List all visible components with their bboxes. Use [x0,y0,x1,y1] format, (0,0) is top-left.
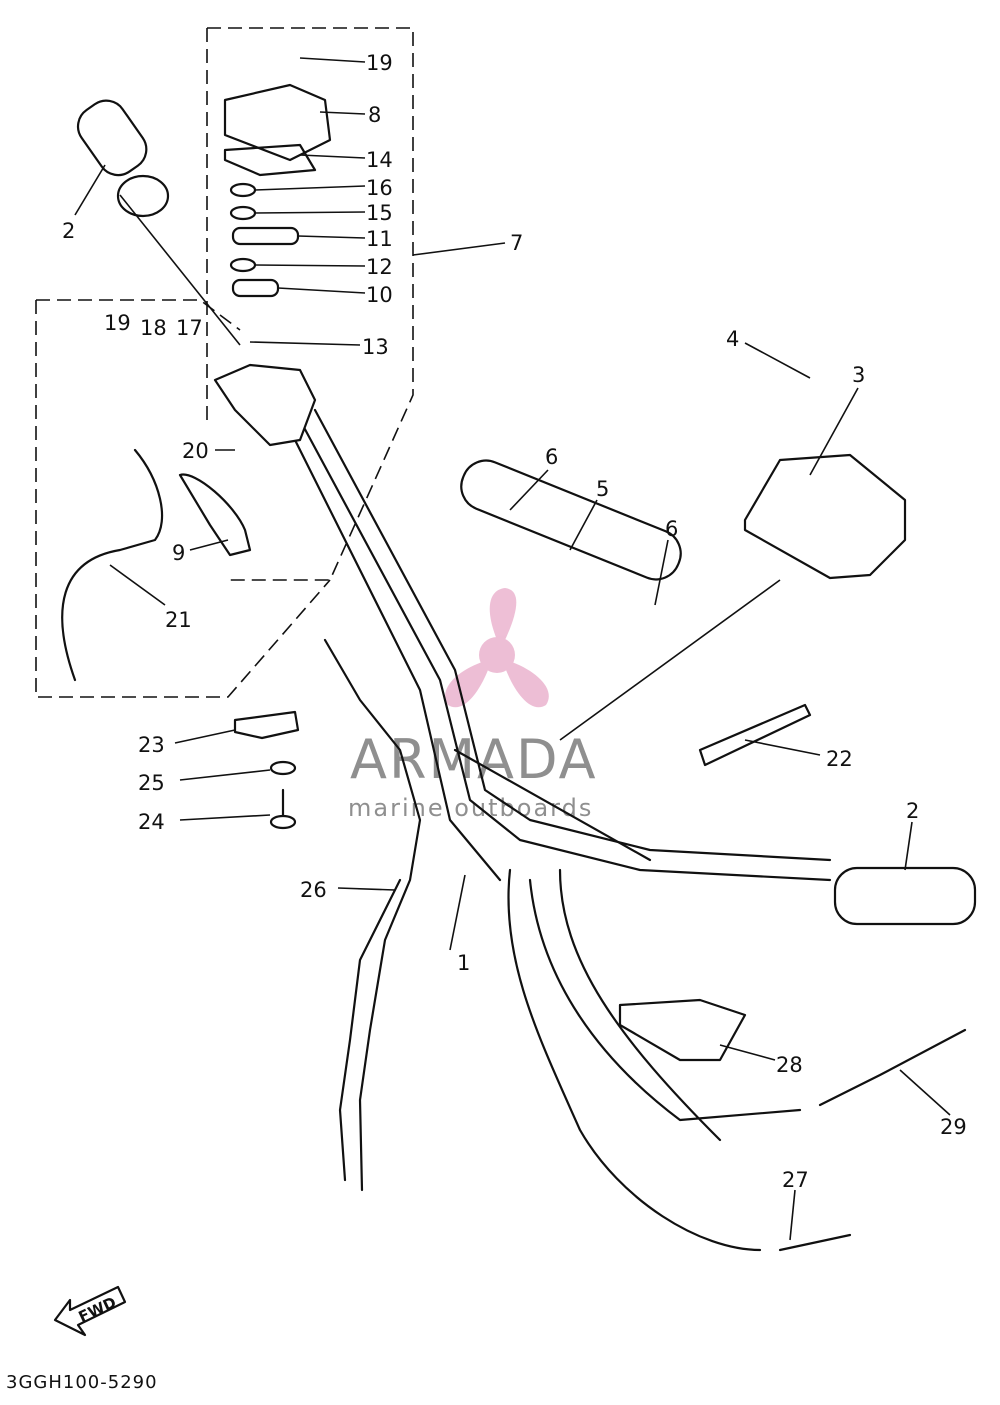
callout-13: 13 [362,335,389,359]
callout-5: 5 [596,477,609,501]
callout-15: 15 [366,201,393,225]
callout-11: 11 [366,227,393,251]
leader-lines [74,57,951,1241]
callout-24: 24 [138,810,165,834]
callout-22: 22 [826,747,853,771]
callout-1: 1 [457,951,470,975]
callout-9: 9 [172,541,185,565]
assembly-outline-switch [35,27,414,698]
callout-28: 28 [776,1053,803,1077]
callout-10: 10 [366,283,393,307]
callout-2-left: 2 [62,219,75,243]
cable-tie-part [698,703,812,767]
callout-17: 17 [176,316,203,340]
switch-housing-part [213,83,332,447]
callout-6-right: 6 [665,517,678,541]
callout-4: 4 [726,327,739,351]
callout-12: 12 [366,255,393,279]
callout-27: 27 [782,1168,809,1192]
diagram-code: 3GGH100-5290 [6,1372,158,1393]
callout-7: 7 [510,231,523,255]
handlebar-part [288,408,832,882]
callout-8: 8 [368,103,381,127]
callout-21: 21 [165,608,192,632]
callout-29: 29 [940,1115,967,1139]
callout-2-right: 2 [906,799,919,823]
callout-16: 16 [366,176,393,200]
callout-23: 23 [138,733,165,757]
throttle-lever-part [178,473,252,557]
cover-part [743,453,907,580]
handlebar-pad-part [460,459,682,581]
callout-26: 26 [300,878,327,902]
callout-3: 3 [852,363,865,387]
callout-19-left: 19 [104,311,131,335]
grip-right-part [833,866,977,926]
callout-19-top: 19 [366,51,393,75]
cables-part [323,638,967,1252]
holder-part [233,710,300,830]
propeller-logo [445,588,549,708]
callout-20: 20 [182,439,209,463]
throttle-cable-part [61,448,164,682]
clamp-part [618,998,747,1062]
callout-labels: 1 2 2 3 4 5 6 6 7 8 9 10 11 12 13 14 15 … [62,51,967,1192]
callout-25: 25 [138,771,165,795]
callout-18: 18 [140,316,167,340]
callout-6-left: 6 [545,445,558,469]
fwd-arrow: FWD [53,1285,127,1337]
grip-left-part [76,99,170,218]
callout-14: 14 [366,148,393,172]
